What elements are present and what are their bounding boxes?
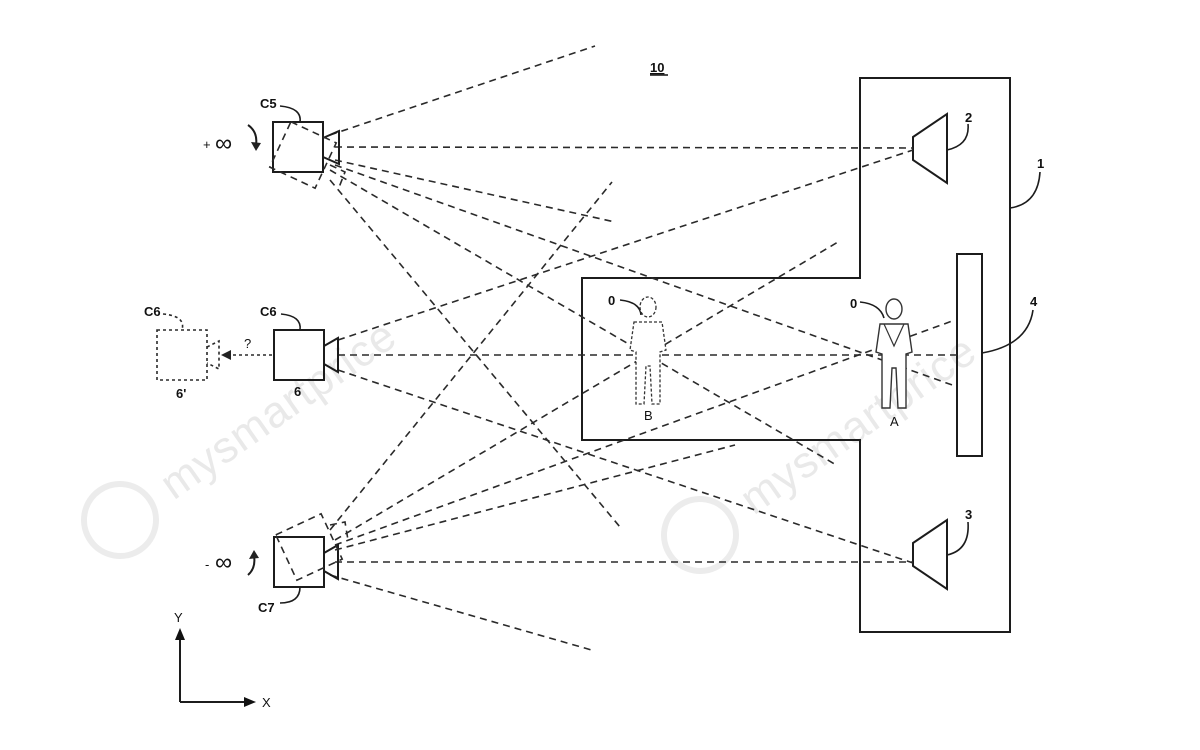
room-outline	[581, 77, 1011, 633]
label-plus: +	[203, 137, 211, 152]
label-speaker-bottom: 3	[965, 507, 972, 522]
person-b	[629, 296, 667, 405]
speaker-bottom	[912, 518, 948, 591]
label-room: 1	[1037, 156, 1044, 171]
leader-lines	[162, 105, 1041, 604]
axes	[175, 628, 256, 707]
camera-c5	[268, 120, 347, 191]
infinity-icon: ∞	[215, 549, 232, 576]
label-c6: C6	[260, 304, 277, 319]
sight-lines	[329, 45, 957, 652]
label-minus: -	[205, 557, 209, 572]
label-question: ?	[244, 336, 251, 351]
person-a	[875, 298, 913, 409]
watermark-right: mysmartprice	[661, 325, 986, 574]
camera-c6-moved	[156, 329, 220, 381]
label-six: 6	[294, 384, 301, 399]
figure-number: 10	[650, 60, 664, 75]
label-person-a: A	[890, 414, 899, 429]
label-c7: C7	[258, 600, 275, 615]
label-six-prime: 6'	[176, 386, 186, 401]
camera-c6	[273, 329, 339, 381]
label-person-a-ref: 0	[850, 296, 857, 311]
infinity-icon: ∞	[215, 130, 232, 157]
rotate-arrow-c5	[247, 124, 261, 151]
rotate-arrow-c7	[247, 550, 259, 576]
move-arrow	[221, 350, 272, 360]
label-axis-y: Y	[174, 610, 183, 625]
label-c5: C5	[260, 96, 277, 111]
speaker-top	[912, 112, 948, 185]
label-speaker-top: 2	[965, 110, 972, 125]
watermark-text-left: mysmartprice	[151, 310, 405, 508]
camera-c7	[273, 512, 349, 588]
label-c6-moved: C6	[144, 304, 161, 319]
label-person-b-ref: 0	[608, 293, 615, 308]
label-person-b: B	[644, 408, 653, 423]
label-axis-x: X	[262, 695, 271, 710]
label-screen: 4	[1030, 294, 1038, 309]
watermark-left: mysmartprice	[81, 310, 406, 559]
